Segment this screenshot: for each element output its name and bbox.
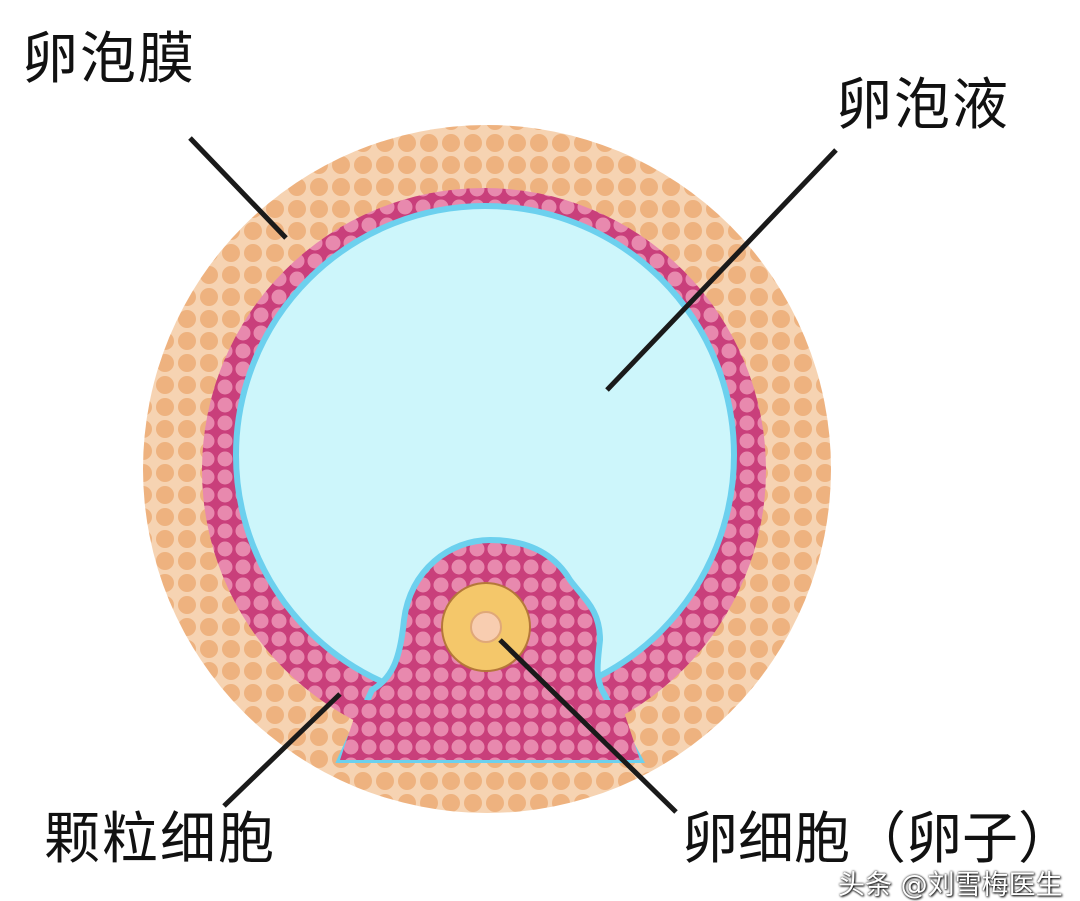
pointer-line-oocyte — [498, 638, 678, 814]
watermark: 头条 @刘雪梅医生 — [838, 870, 1063, 901]
label-fluid: 卵泡液 — [836, 73, 1010, 138]
pointer-line-fluid — [605, 148, 838, 392]
pointer-line-theca — [188, 136, 288, 240]
label-oocyte: 卵细胞（卵子） — [682, 807, 1074, 872]
label-granulosa: 颗粒细胞 — [44, 807, 276, 872]
label-theca: 卵泡膜 — [22, 27, 196, 92]
cumulus-base — [340, 700, 640, 760]
nucleus — [470, 611, 502, 643]
pointer-line-granulosa — [222, 692, 342, 808]
